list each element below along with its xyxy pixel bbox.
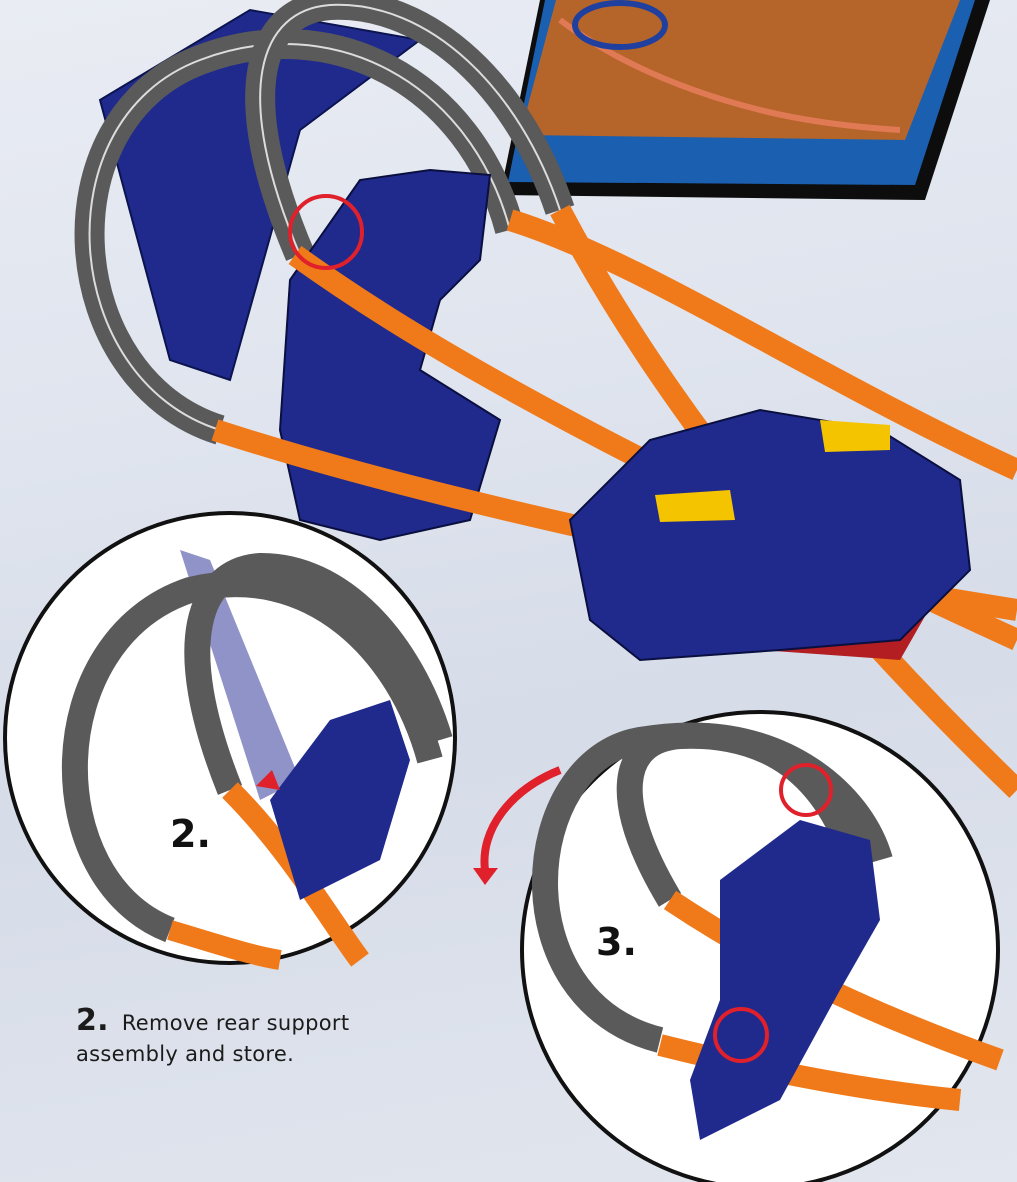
- callout-step3: [473, 712, 1000, 1182]
- instruction-text: 2. Remove rear support assembly and stor…: [76, 1005, 496, 1070]
- instruction-line2: assembly and store.: [76, 1039, 496, 1070]
- instruction-line1: Remove rear support: [122, 1011, 350, 1035]
- product-photo: [500, 0, 990, 200]
- callout-step2: [5, 513, 455, 963]
- step2-callout-label: 2.: [170, 812, 211, 856]
- step3-callout-label: 3.: [596, 920, 637, 964]
- instruction-number: 2.: [76, 1003, 109, 1038]
